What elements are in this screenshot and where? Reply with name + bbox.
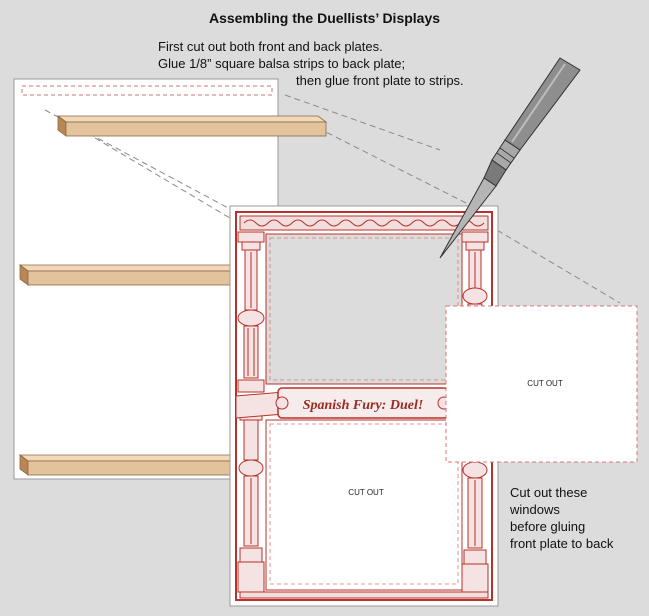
instruction-line-3: then glue front plate to strips. bbox=[296, 73, 464, 88]
lower-window bbox=[265, 419, 463, 591]
column-ornament-icon bbox=[237, 231, 265, 593]
caption-line-2: windows bbox=[510, 502, 560, 517]
balsa-strip-icon bbox=[18, 264, 288, 286]
caption-line-4: front plate to back bbox=[510, 536, 614, 551]
lower-window-label: CUT OUT bbox=[348, 488, 384, 497]
scroll-banner-icon bbox=[235, 387, 451, 419]
instruction-line-2: Glue 1/8” square balsa strips to back pl… bbox=[158, 56, 406, 71]
caption-line-1: Cut out these bbox=[510, 485, 588, 500]
balsa-strip-icon bbox=[56, 115, 328, 137]
hobby-knife-icon bbox=[439, 57, 581, 259]
instruction-line-1: First cut out both front and back plates… bbox=[158, 39, 383, 54]
balsa-strip-icon bbox=[18, 454, 288, 476]
cutout-window-piece bbox=[445, 305, 638, 463]
cutout-window-label: CUT OUT bbox=[527, 379, 563, 388]
back-plate-strip-outline bbox=[21, 85, 273, 96]
caption-line-3: before gluing bbox=[510, 519, 586, 534]
banner-title: Spanish Fury: Duel! bbox=[303, 398, 424, 413]
upper-window bbox=[265, 233, 463, 385]
diagram-title: Assembling the Duellists’ Displays bbox=[208, 10, 441, 26]
